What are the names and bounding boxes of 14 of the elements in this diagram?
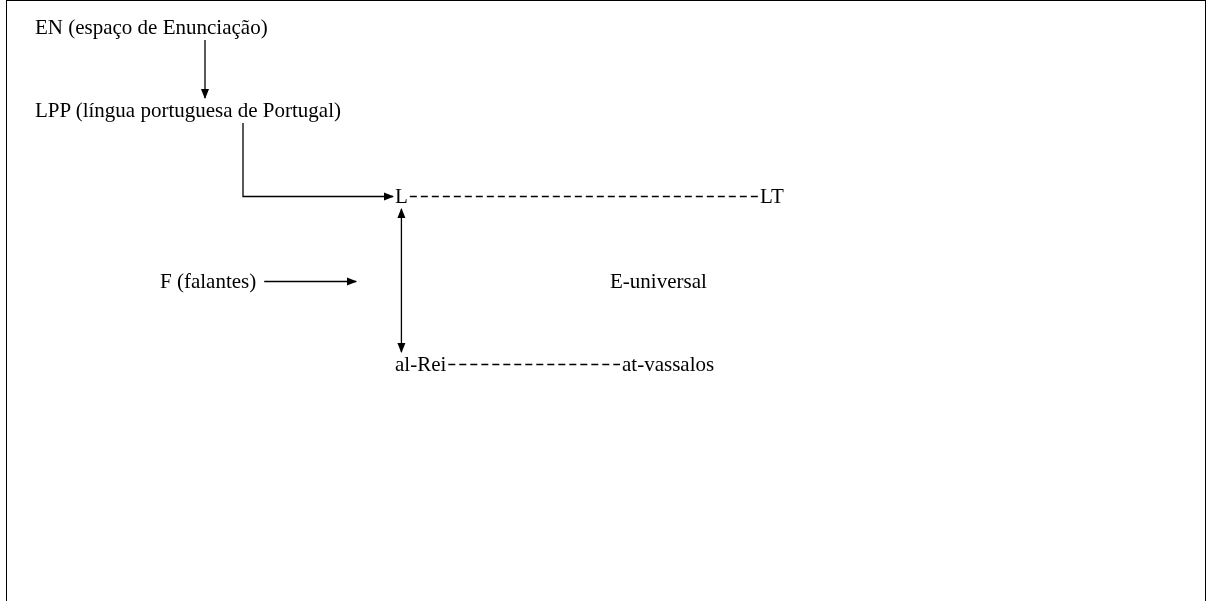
term-text: LPP (língua portuguesa de Portugal) (35, 98, 341, 123)
term-text: al-Rei (395, 352, 447, 377)
arrow (397, 207, 406, 354)
dashed-line (409, 195, 759, 198)
term-text: at-vassalos (622, 352, 715, 377)
term-text: LT (760, 184, 784, 209)
term-text: F (falantes) (160, 269, 257, 294)
arrow (263, 277, 358, 286)
arrow (242, 122, 395, 201)
term-text: EN (espaço de Enunciação) (35, 15, 268, 40)
term-text: E-universal (610, 269, 707, 294)
dashed-line (447, 363, 621, 366)
arrow (200, 39, 210, 100)
term-text: L (395, 184, 408, 209)
